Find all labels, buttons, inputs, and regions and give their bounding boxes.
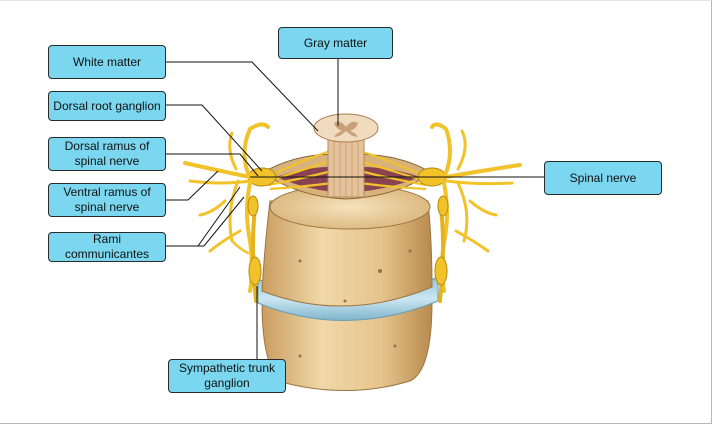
label-spinal-nerve: Spinal nerve xyxy=(544,161,662,195)
upper-vertebral-body xyxy=(261,200,433,307)
leader-ventral-ramus xyxy=(166,170,219,201)
label-gray-matter: Gray matter xyxy=(278,27,393,59)
left-sympathetic-ganglion-upper xyxy=(247,195,259,217)
leader-rami-communicantes-2 xyxy=(166,196,245,247)
leader-lines xyxy=(166,59,544,359)
gray-matter-butterfly xyxy=(334,121,358,137)
left-sympathetic-trunk-ganglion xyxy=(248,256,262,286)
label-rami-communicantes: Rami communicantes xyxy=(48,232,166,262)
right-sympathetic-trunk-ganglion xyxy=(434,256,448,286)
leader-dorsal-ramus xyxy=(166,153,259,177)
leader-white-matter xyxy=(166,61,319,132)
label-sympathetic-trunk-ganglion: Sympathetic trunk ganglion xyxy=(168,359,286,393)
bone-foramina xyxy=(298,249,412,358)
leader-dorsal-root-ganglion xyxy=(166,104,263,172)
cord-striations xyxy=(333,141,359,197)
label-dorsal-root-ganglion: Dorsal root ganglion xyxy=(48,91,166,121)
right-sympathetic-ganglion-upper xyxy=(437,195,449,217)
label-ventral-ramus: Ventral ramus of spinal nerve xyxy=(48,183,166,217)
label-white-matter: White matter xyxy=(48,45,166,79)
label-dorsal-ramus: Dorsal ramus of spinal nerve xyxy=(48,137,166,171)
